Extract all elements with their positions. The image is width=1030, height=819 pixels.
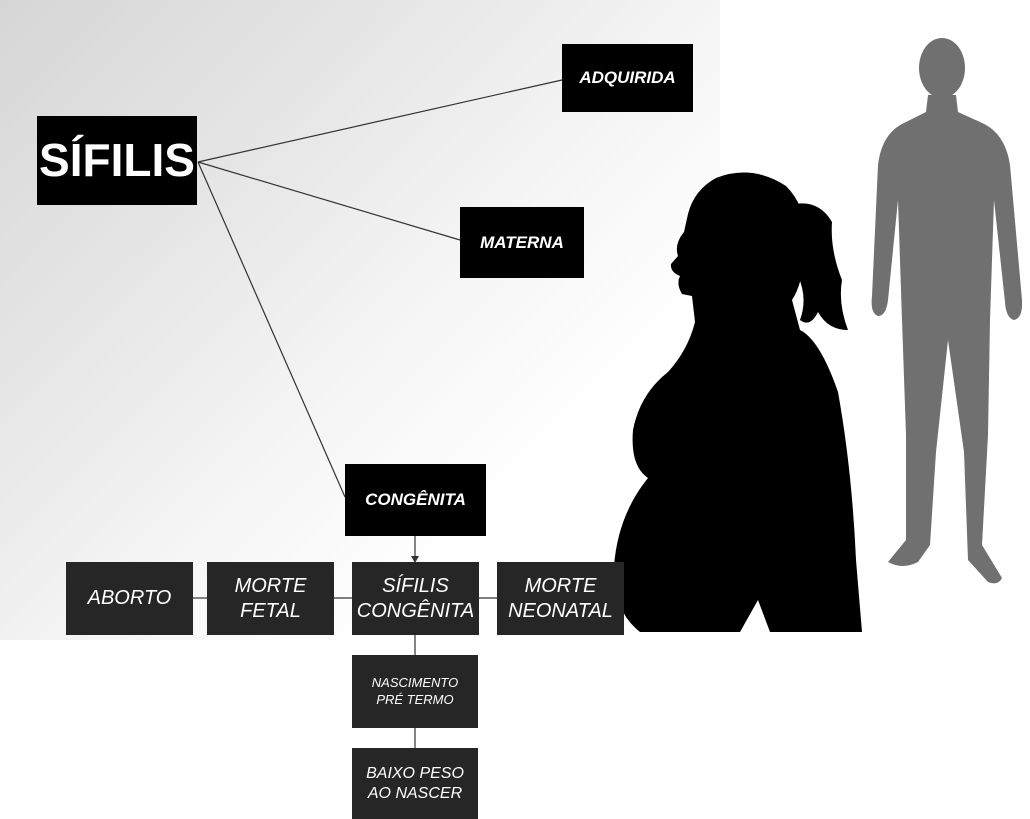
adquirida-box: ADQUIRIDA: [562, 44, 693, 112]
aborto-label: ABORTO: [88, 586, 172, 611]
sifilis-congenita-label: SÍFILIS CONGÊNITA: [357, 574, 474, 624]
morte-neonatal-box: MORTE NEONATAL: [497, 562, 624, 635]
morte-fetal-label: MORTE FETAL: [235, 574, 307, 624]
morte-neonatal-label: MORTE NEONATAL: [508, 574, 613, 624]
congenita-label: CONGÊNITA: [365, 489, 466, 510]
materna-label: MATERNA: [480, 232, 564, 253]
sifilis-congenita-box: SÍFILIS CONGÊNITA: [352, 562, 479, 635]
nascimento-pre-termo-label: NASCIMENTO PRÉ TERMO: [372, 675, 458, 708]
morte-fetal-box: MORTE FETAL: [207, 562, 334, 635]
baixo-peso-label: BAIXO PESO AO NASCER: [366, 764, 464, 804]
congenita-box: CONGÊNITA: [345, 464, 486, 536]
aborto-box: ABORTO: [66, 562, 193, 635]
root-sifilis-box: SÍFILIS: [37, 116, 197, 205]
nascimento-pre-termo-box: NASCIMENTO PRÉ TERMO: [352, 655, 478, 728]
materna-box: MATERNA: [460, 207, 584, 278]
root-sifilis-label: SÍFILIS: [39, 132, 195, 190]
baixo-peso-box: BAIXO PESO AO NASCER: [352, 748, 478, 819]
adquirida-label: ADQUIRIDA: [579, 67, 675, 88]
